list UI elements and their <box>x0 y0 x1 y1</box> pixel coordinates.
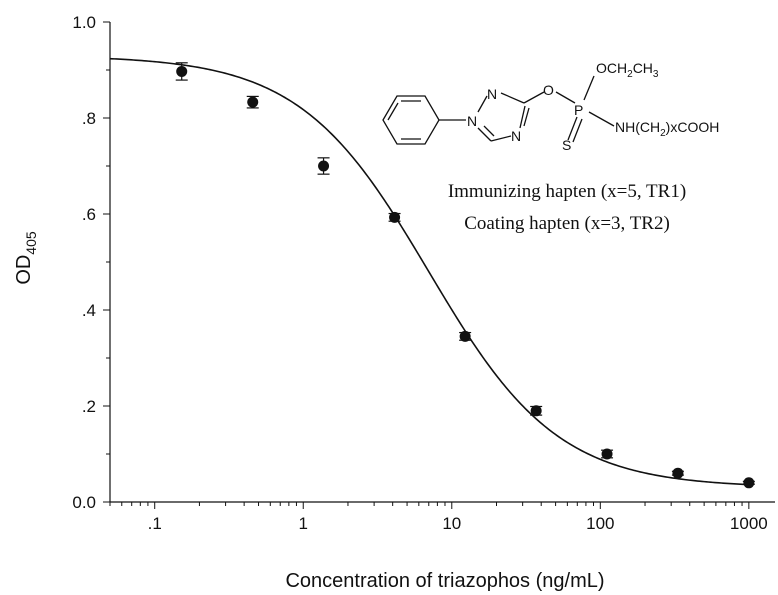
x-tick-label: 1 <box>299 514 308 533</box>
fit-curve <box>109 57 749 486</box>
x-tick-label: 100 <box>586 514 614 533</box>
phosphorus-label: P <box>574 102 583 118</box>
data-point-group <box>246 95 259 109</box>
data-point <box>459 330 471 342</box>
x-axis-title: Concentration of triazophos (ng/mL) <box>285 570 604 592</box>
y-axis-title-sub: 405 <box>23 231 39 255</box>
coating-hapten-label: Coating hapten (x=3, TR2) <box>464 213 670 234</box>
x-tick-label: .1 <box>148 514 162 533</box>
data-point <box>601 448 613 460</box>
data-point-group <box>317 157 330 175</box>
x-tick-label: 1000 <box>730 514 768 533</box>
data-point-group <box>459 330 472 342</box>
ester-oxygen-label: O <box>543 82 554 98</box>
data-point-group <box>742 477 755 489</box>
triazole-n2-label: N <box>487 86 497 102</box>
triazole-n1-label: N <box>467 113 477 129</box>
x-tick-label: 10 <box>442 514 461 533</box>
data-point <box>318 160 330 172</box>
immunizing-hapten-label: Immunizing hapten (x=5, TR1) <box>448 181 686 202</box>
data-points <box>175 62 755 489</box>
data-point <box>247 96 259 108</box>
y-tick-label: .2 <box>82 397 96 416</box>
structure-labels: N N N O P S OCH2CH3 NH(CH2)xCOOH <box>467 60 719 153</box>
benzene-ring <box>382 95 440 145</box>
data-point-group <box>175 62 188 81</box>
y-tick-label: 1.0 <box>72 13 96 32</box>
y-tick-label: .4 <box>82 301 96 320</box>
y-tick-label: .6 <box>82 205 96 224</box>
sulfur-label: S <box>562 137 571 153</box>
data-point <box>743 477 755 489</box>
triazole-n4-label: N <box>511 128 521 144</box>
data-point-group <box>671 467 684 479</box>
linker-label: NH(CH2)xCOOH <box>615 119 719 139</box>
y-axis-title-main: OD <box>13 255 35 285</box>
data-point-group <box>530 405 543 417</box>
hapten-structure <box>382 75 615 145</box>
data-point <box>530 405 542 417</box>
data-point <box>389 211 401 223</box>
ethoxy-label: OCH2CH3 <box>596 60 659 80</box>
data-point <box>176 65 188 77</box>
data-point-group <box>601 448 614 460</box>
y-axis-title: OD405 <box>13 231 39 285</box>
y-tick-label: 0.0 <box>72 493 96 512</box>
y-tick-label: .8 <box>82 109 96 128</box>
y-axis-ticks: 0.0 .2 .4 .6 .8 1.0 <box>72 13 110 512</box>
x-axis-ticks: .1 1 10 100 1000 <box>109 502 768 533</box>
data-point-group <box>388 211 401 223</box>
data-point <box>672 467 684 479</box>
axes <box>109 22 775 503</box>
